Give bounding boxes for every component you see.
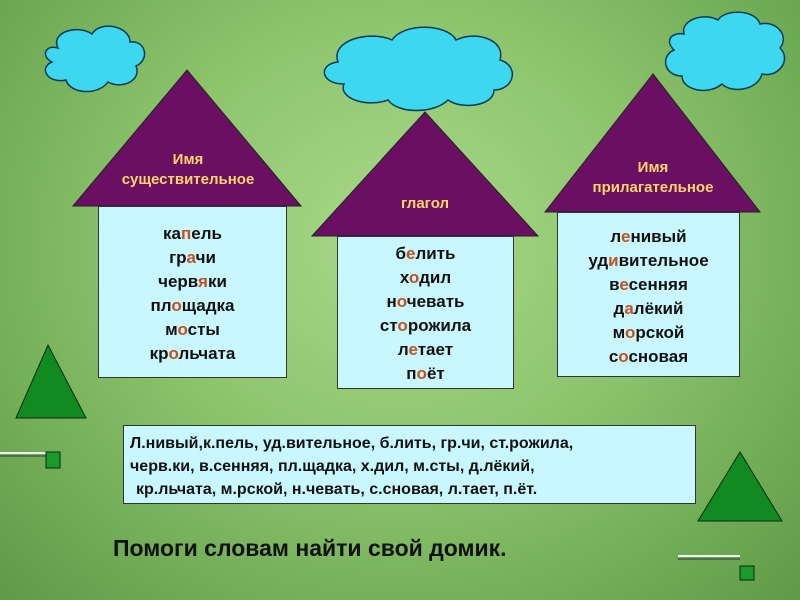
- word-part: ель: [191, 224, 222, 243]
- task-line-1: Л.нивый,к.пель, уд.вительное, б.лить, гр…: [130, 435, 574, 452]
- word-part: нивый: [630, 227, 687, 246]
- word-part: л: [610, 227, 621, 246]
- tree-left: [0, 343, 87, 469]
- house-adjective-title-line-1: Имя: [637, 159, 669, 176]
- cloud-middle: [323, 26, 514, 112]
- word-part: чи: [195, 248, 216, 267]
- house-verb-roof: [310, 111, 540, 237]
- highlighted-letter: я: [198, 272, 208, 291]
- word-part: сты: [187, 320, 220, 339]
- highlighted-letter: о: [416, 364, 427, 383]
- highlighted-letter: о: [177, 320, 188, 339]
- house-word: грачи: [99, 246, 286, 270]
- highlighted-letter: о: [408, 268, 420, 287]
- word-part: кр: [149, 344, 169, 363]
- word-part: тает: [417, 340, 454, 359]
- house-word: ночевать: [338, 290, 513, 314]
- word-part: ёт: [426, 364, 445, 383]
- word-part: рожила: [407, 316, 472, 335]
- highlighted-letter: о: [396, 292, 407, 311]
- house-word: крольчата: [99, 342, 286, 366]
- word-part: рской: [635, 323, 685, 342]
- word-part: м: [612, 323, 625, 342]
- word-part: н: [386, 292, 397, 311]
- house-word: сторожила: [338, 314, 513, 338]
- highlighted-letter: п: [180, 224, 192, 243]
- house-word: летает: [338, 338, 513, 362]
- word-part: черв: [158, 272, 199, 291]
- house-word: ходил: [338, 266, 513, 290]
- highlighted-letter: е: [406, 244, 416, 263]
- word-part: ки: [207, 272, 227, 291]
- highlighted-letter: о: [625, 323, 636, 342]
- word-part: п: [406, 364, 417, 383]
- house-word: мосты: [99, 318, 286, 342]
- highlighted-letter: е: [619, 275, 629, 294]
- word-part: ка: [163, 224, 181, 243]
- highlighted-letter: и: [608, 251, 619, 270]
- house-word: червяки: [99, 270, 286, 294]
- word-part: уд: [588, 251, 609, 270]
- word-part: гр: [169, 248, 187, 267]
- cloud-left: [44, 25, 146, 93]
- word-part: в: [609, 275, 620, 294]
- highlighted-letter: а: [624, 299, 634, 318]
- house-word: капель: [99, 222, 286, 246]
- house-word: ленивый: [558, 225, 739, 249]
- word-part: л: [397, 340, 409, 359]
- word-part: х: [399, 268, 409, 287]
- house-word: весенняя: [558, 273, 739, 297]
- word-part: ст: [379, 316, 398, 335]
- house-adjective-title-line-2: прилагательное: [592, 179, 714, 196]
- house-noun-title: Имя существительное: [93, 150, 283, 190]
- highlighted-letter: о: [397, 316, 408, 335]
- house-word: морской: [558, 321, 739, 345]
- word-part: лёкий: [633, 299, 684, 318]
- house-word: поёт: [338, 362, 513, 386]
- instruction-text: Помоги словам найти свой домик.: [113, 535, 507, 561]
- word-part: б: [395, 244, 406, 263]
- highlighted-letter: о: [618, 347, 629, 366]
- word-part: льчата: [178, 344, 236, 363]
- highlighted-letter: о: [171, 296, 182, 315]
- highlighted-letter: е: [620, 227, 631, 246]
- word-part: д: [613, 299, 625, 318]
- highlighted-letter: о: [168, 344, 179, 363]
- highlighted-letter: а: [186, 248, 196, 267]
- tree-right: [678, 451, 783, 581]
- word-part: пл: [150, 296, 172, 315]
- task-box: Л.нивый,к.пель, уд.вительное, б.лить, гр…: [123, 425, 696, 504]
- task-line-2: черв.ки, в.сенняя, пл.щадка, х.дил, м.ст…: [130, 458, 535, 475]
- house-word: далёкий: [558, 297, 739, 321]
- highlighted-letter: е: [408, 340, 418, 359]
- house-noun-title-line-2: существительное: [121, 171, 255, 188]
- word-part: с: [608, 347, 619, 366]
- house-word: сосновая: [558, 345, 739, 369]
- house-word: площадка: [99, 294, 286, 318]
- word-part: м: [165, 320, 178, 339]
- word-part: чевать: [406, 292, 465, 311]
- house-word: белить: [338, 242, 513, 266]
- house-adjective-title: Имя прилагательное: [560, 158, 746, 198]
- word-part: дил: [419, 268, 452, 287]
- word-part: лить: [415, 244, 456, 263]
- house-verb-title: глагол: [355, 194, 495, 214]
- task-line-3: кр.льчата, м.рской, н.чевать, с.сновая, …: [136, 481, 538, 498]
- cloud-right: [664, 11, 786, 92]
- word-part: сенняя: [628, 275, 688, 294]
- word-part: щадка: [181, 296, 235, 315]
- house-noun-title-line-1: Имя: [172, 151, 204, 168]
- house-verb-title-line-1: глагол: [400, 195, 450, 212]
- word-part: сновая: [628, 347, 689, 366]
- word-part: вительное: [618, 251, 709, 270]
- house-word: удивительное: [558, 249, 739, 273]
